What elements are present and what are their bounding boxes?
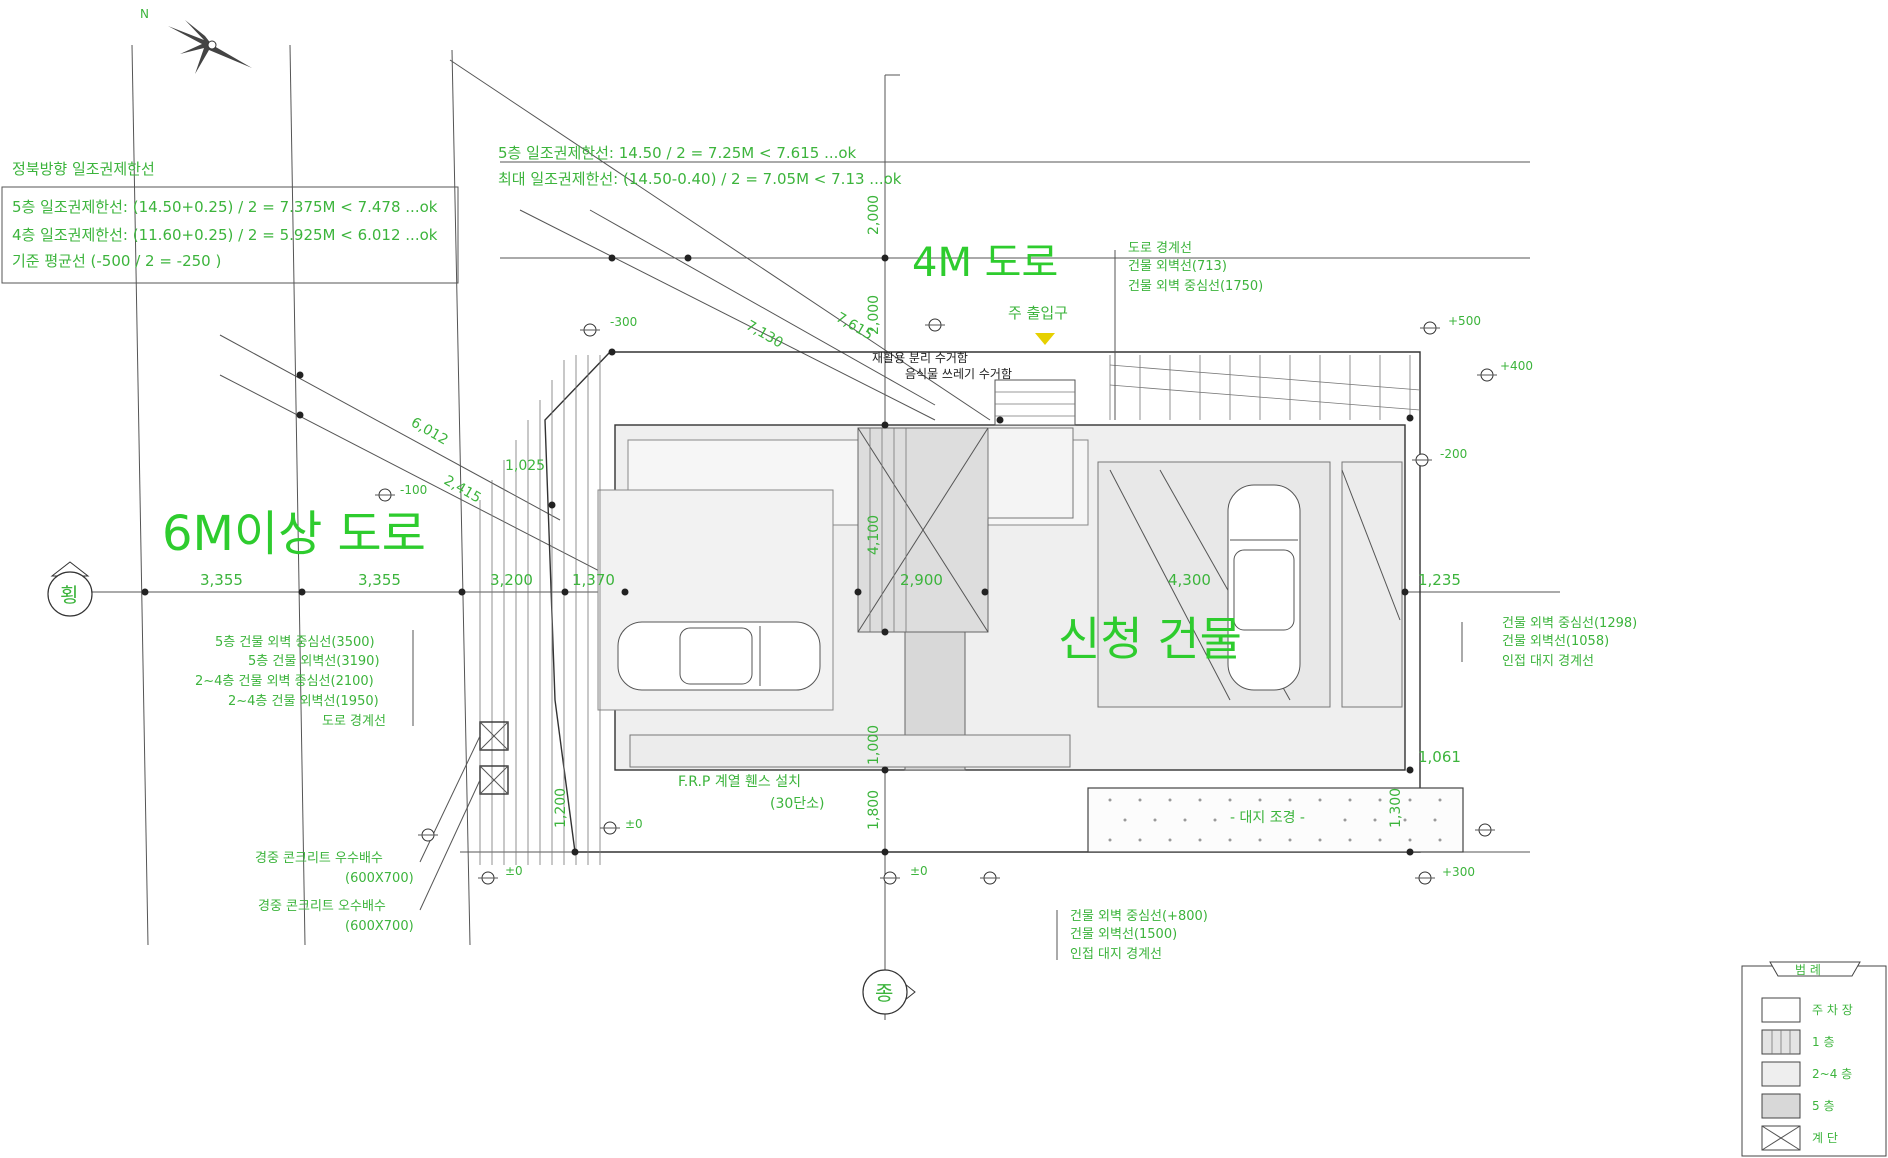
dim-2415: 2,415 xyxy=(441,473,484,507)
dim-1300: 1,300 xyxy=(1388,788,1404,828)
note-wall-center: 건물 외벽 중심선(1750) xyxy=(1128,279,1263,294)
drain-notes: 경중 콘크리트 우수배수 (600X700) 경중 콘크리트 오수배수 (600… xyxy=(255,851,414,934)
legend-box xyxy=(1741,961,1887,1157)
note-bottom-3: 인접 대지 경계선 xyxy=(1070,947,1162,962)
legend-item-1f: 1 층 xyxy=(1812,1035,1835,1049)
recycle-label-2: 음식물 쓰레기 수거함 xyxy=(905,367,1012,381)
left-box-line2: 4층 일조권제한선: (11.60+0.25) / 2 = 5.925M < 6… xyxy=(12,226,438,244)
landscape-label: - 대지 조경 - xyxy=(1230,810,1305,826)
dim-2000-b: 2,000 xyxy=(866,295,882,335)
right-side-notes: 건물 외벽 중심선(1298) 건물 외벽선(1058) 인접 대지 경계선 xyxy=(1502,616,1637,669)
dim-3355-b: 3,355 xyxy=(358,571,401,589)
section-marker-left-icon xyxy=(47,561,93,617)
drain1-line1: 경중 콘크리트 우수배수 xyxy=(255,851,383,866)
dimension-labels: 3,355 3,355 3,200 1,370 2,900 4,300 1,23… xyxy=(200,195,1533,879)
dim-1800: 1,800 xyxy=(866,790,882,830)
right-top-notes: 도로 경계선 건물 외벽선(713) 건물 외벽 중심선(1750) xyxy=(1128,241,1263,294)
note-left-2: 5층 건물 외벽선(3190) xyxy=(248,654,380,669)
north-arrow-icon xyxy=(168,20,252,74)
fence-note: F.R.P 계열 휀스 설치 xyxy=(678,774,801,790)
road-4m-label: 4M 도로 xyxy=(912,240,1058,286)
note-left-1: 5층 건물 외벽 중심선(3500) xyxy=(215,635,375,650)
landscape-area xyxy=(1087,787,1464,853)
left-box-title: 정북방향 일조권제한선 xyxy=(12,160,155,178)
note-wall-line: 건물 외벽선(713) xyxy=(1128,259,1227,274)
drain1-line2: (600X700) xyxy=(345,871,414,886)
road-6m-label: 6M이상 도로 xyxy=(162,506,426,562)
lvl-zero-b: ±0 xyxy=(910,864,928,878)
dim-1200: 1,200 xyxy=(553,788,569,828)
building-label: 신청 건물 xyxy=(1058,612,1242,666)
note-bottom-2: 건물 외벽선(1500) xyxy=(1070,927,1177,942)
note-left-3: 2~4층 건물 외벽 중심선(2100) xyxy=(195,674,374,689)
section-label-bottom: 종 xyxy=(875,981,893,1005)
note-right-center: 건물 외벽 중심선(1298) xyxy=(1502,616,1637,631)
left-road-hatch xyxy=(479,355,601,865)
fence-hatch xyxy=(1109,355,1421,420)
dim-4100: 4,100 xyxy=(866,515,882,555)
lvl-zero-c: ±0 xyxy=(625,817,643,831)
note-right-boundary: 인접 대지 경계선 xyxy=(1502,654,1594,669)
dim-4300: 4,300 xyxy=(1168,571,1211,589)
entrance-label: 주 출입구 xyxy=(1008,304,1068,322)
dim-7130: 7,130 xyxy=(743,318,786,352)
section-label-left: 횡 xyxy=(60,583,78,607)
dim-1235: 1,235 xyxy=(1418,571,1461,589)
left-sunlight-box: 정북방향 일조권제한선 5층 일조권제한선: (14.50+0.25) / 2 … xyxy=(12,160,438,270)
top-calc-line2: 최대 일조권제한선: (14.50-0.40) / 2 = 7.05M < 7.… xyxy=(498,170,902,188)
left-box-line3: 기준 평균선 (-500 / 2 = -250 ) xyxy=(12,252,221,270)
car-icon xyxy=(1227,484,1301,691)
dim-3200: 3,200 xyxy=(490,571,533,589)
dim-1061: 1,061 xyxy=(1418,748,1461,766)
lvl-minus-300: -300 xyxy=(610,315,637,329)
left-box-line1: 5층 일조권제한선: (14.50+0.25) / 2 = 7.375M < 7… xyxy=(12,198,438,216)
lvl-plus-500: +500 xyxy=(1448,314,1481,328)
lvl-plus-400: +400 xyxy=(1500,359,1533,373)
legend-item-stairs: 계 단 xyxy=(1812,1131,1838,1145)
note-left-5: 도로 경계선 xyxy=(322,714,386,729)
dim-1025: 1,025 xyxy=(505,458,545,474)
note-left-4: 2~4층 건물 외벽선(1950) xyxy=(228,694,379,709)
dim-1000: 1,000 xyxy=(866,725,882,765)
note-road-boundary: 도로 경계선 xyxy=(1128,241,1192,256)
dim-2000-a: 2,000 xyxy=(866,195,882,235)
bottom-notes: 건물 외벽 중심선(+800) 건물 외벽선(1500) 인접 대지 경계선 xyxy=(1070,909,1208,962)
dim-1370: 1,370 xyxy=(572,571,615,589)
legend-item-parking: 주 차 장 xyxy=(1812,1003,1853,1017)
note-bottom-1: 건물 외벽 중심선(+800) xyxy=(1070,909,1208,924)
car-icon xyxy=(617,621,821,691)
legend-item-5f: 5 층 xyxy=(1812,1099,1835,1113)
lvl-zero-a: ±0 xyxy=(505,864,523,878)
left-notes: 5층 건물 외벽 중심선(3500) 5층 건물 외벽선(3190) 2~4층 … xyxy=(195,635,386,729)
recycle-label-1: 재활용 분리 수거함 xyxy=(872,351,968,365)
legend-item-2-4f: 2~4 층 xyxy=(1812,1067,1852,1081)
fence-note-2: (30단소) xyxy=(770,796,825,812)
section-marker-bottom-icon xyxy=(862,969,916,1015)
level-marker-icon xyxy=(375,318,1497,885)
north-label: N xyxy=(140,7,149,21)
top-calc-line1: 5층 일조권제한선: 14.50 / 2 = 7.25M < 7.615 ...… xyxy=(498,144,857,162)
legend-title: 범 례 xyxy=(1795,963,1821,977)
lvl-minus-200: -200 xyxy=(1440,447,1467,461)
lvl-minus-100: -100 xyxy=(400,483,427,497)
lvl-plus-300: +300 xyxy=(1442,865,1475,879)
dim-6012: 6,012 xyxy=(408,415,451,449)
drain2-line2: (600X700) xyxy=(345,919,414,934)
note-right-wall: 건물 외벽선(1058) xyxy=(1502,634,1609,649)
drain2-line1: 경중 콘크리트 오수배수 xyxy=(258,899,386,914)
entrance-arrow-icon xyxy=(1035,333,1055,345)
dim-2900: 2,900 xyxy=(900,571,943,589)
dim-3355-a: 3,355 xyxy=(200,571,243,589)
